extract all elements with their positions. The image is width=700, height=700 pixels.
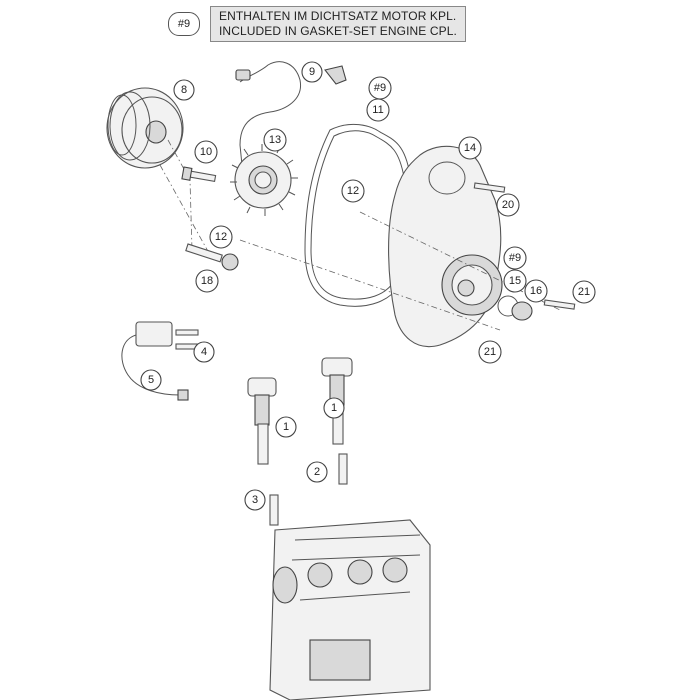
callout-16: 16 [524,279,548,303]
callout-circle [341,179,365,203]
callout-8: 8 [173,79,195,101]
bolt-20 [473,182,506,193]
bolt-18 [185,243,239,271]
callout-circle [366,98,390,122]
callout-15: 15 [503,269,527,293]
callout-1: 1 [275,416,297,438]
legend-line-de: ENTHALTEN IM DICHTSATZ MOTOR KPL. [219,9,457,23]
callout-label: 5 [148,374,154,386]
callout-label: 10 [200,146,212,158]
callout-label: #9 [509,252,521,264]
callout-circle [209,225,233,249]
callout-label: 16 [530,285,542,297]
callout-10: 10 [194,140,218,164]
callout-circle [173,79,195,101]
callout-3: 3 [244,489,266,511]
callout-label: 20 [502,199,514,211]
callout-label: 21 [578,286,590,298]
callout-circle [244,489,266,511]
legend-note: ENTHALTEN IM DICHTSATZ MOTOR KPL. INCLUD… [210,6,466,42]
callout-label: 3 [252,494,258,506]
callout-label: #9 [374,82,386,94]
callout-hash-9: #9 [368,76,392,100]
callout-5: 5 [140,369,162,391]
callout-label: 12 [215,231,227,243]
callout-circle [524,279,548,303]
callout-18: 18 [195,269,219,293]
callout-12: 12 [341,179,365,203]
callout-circle [301,61,323,83]
legend-line-en: INCLUDED IN GASKET-SET ENGINE CPL. [219,24,457,38]
bolt-10 [181,166,217,183]
callout-circle [503,246,527,270]
stator-13 [230,61,301,216]
callout-label: 1 [331,402,337,414]
flywheel-rotor [106,87,184,169]
callout-1: 1 [323,397,345,419]
callout-label: 8 [181,84,187,96]
spark-plug-2 [338,453,348,485]
clip-9 [324,65,347,85]
callout-14: 14 [458,136,482,160]
callout-label: 4 [201,346,207,358]
bolt-21 [543,299,576,310]
callout-circle [193,341,215,363]
callout-label: 13 [269,134,281,146]
callout-circle [503,269,527,293]
callout-circle [458,136,482,160]
callout-label: 18 [201,275,213,287]
callout-circle [263,128,287,152]
callout-13: 13 [263,128,287,152]
spark-plug-3 [269,494,279,526]
ignition-coil-module [121,321,199,401]
callout-4: 4 [193,341,215,363]
generator-cover [388,145,503,348]
callout-label: 14 [464,142,476,154]
plug-16 [511,301,533,321]
legend: #9 ENTHALTEN IM DICHTSATZ MOTOR KPL. INC… [168,6,466,42]
callout-label: 21 [484,346,496,358]
callout-label: 1 [283,421,289,433]
callout-circle [306,461,328,483]
callout-11: 11 [366,98,390,122]
callout-circle [195,269,219,293]
callout-2: 2 [306,461,328,483]
legend-tag: #9 [168,12,200,36]
callout-label: 15 [509,275,521,287]
callout-label: 12 [347,185,359,197]
callout-label: 11 [372,104,383,116]
callout-circle [275,416,297,438]
callout-label: 9 [309,66,315,78]
callout-circle [140,369,162,391]
callout-label: 2 [314,466,320,478]
callout-circle [323,397,345,419]
callout-20: 20 [496,193,520,217]
callout-circle [194,140,218,164]
ignition-coil-left [247,377,277,465]
callout-12: 12 [209,225,233,249]
callout-21: 21 [478,340,502,364]
callout-21: 21 [572,280,596,304]
callout-hash-9: #9 [503,246,527,270]
callout-circle [496,193,520,217]
cylinder-head [269,519,431,700]
callout-circle [572,280,596,304]
callout-circle [478,340,502,364]
callout-9: 9 [301,61,323,83]
